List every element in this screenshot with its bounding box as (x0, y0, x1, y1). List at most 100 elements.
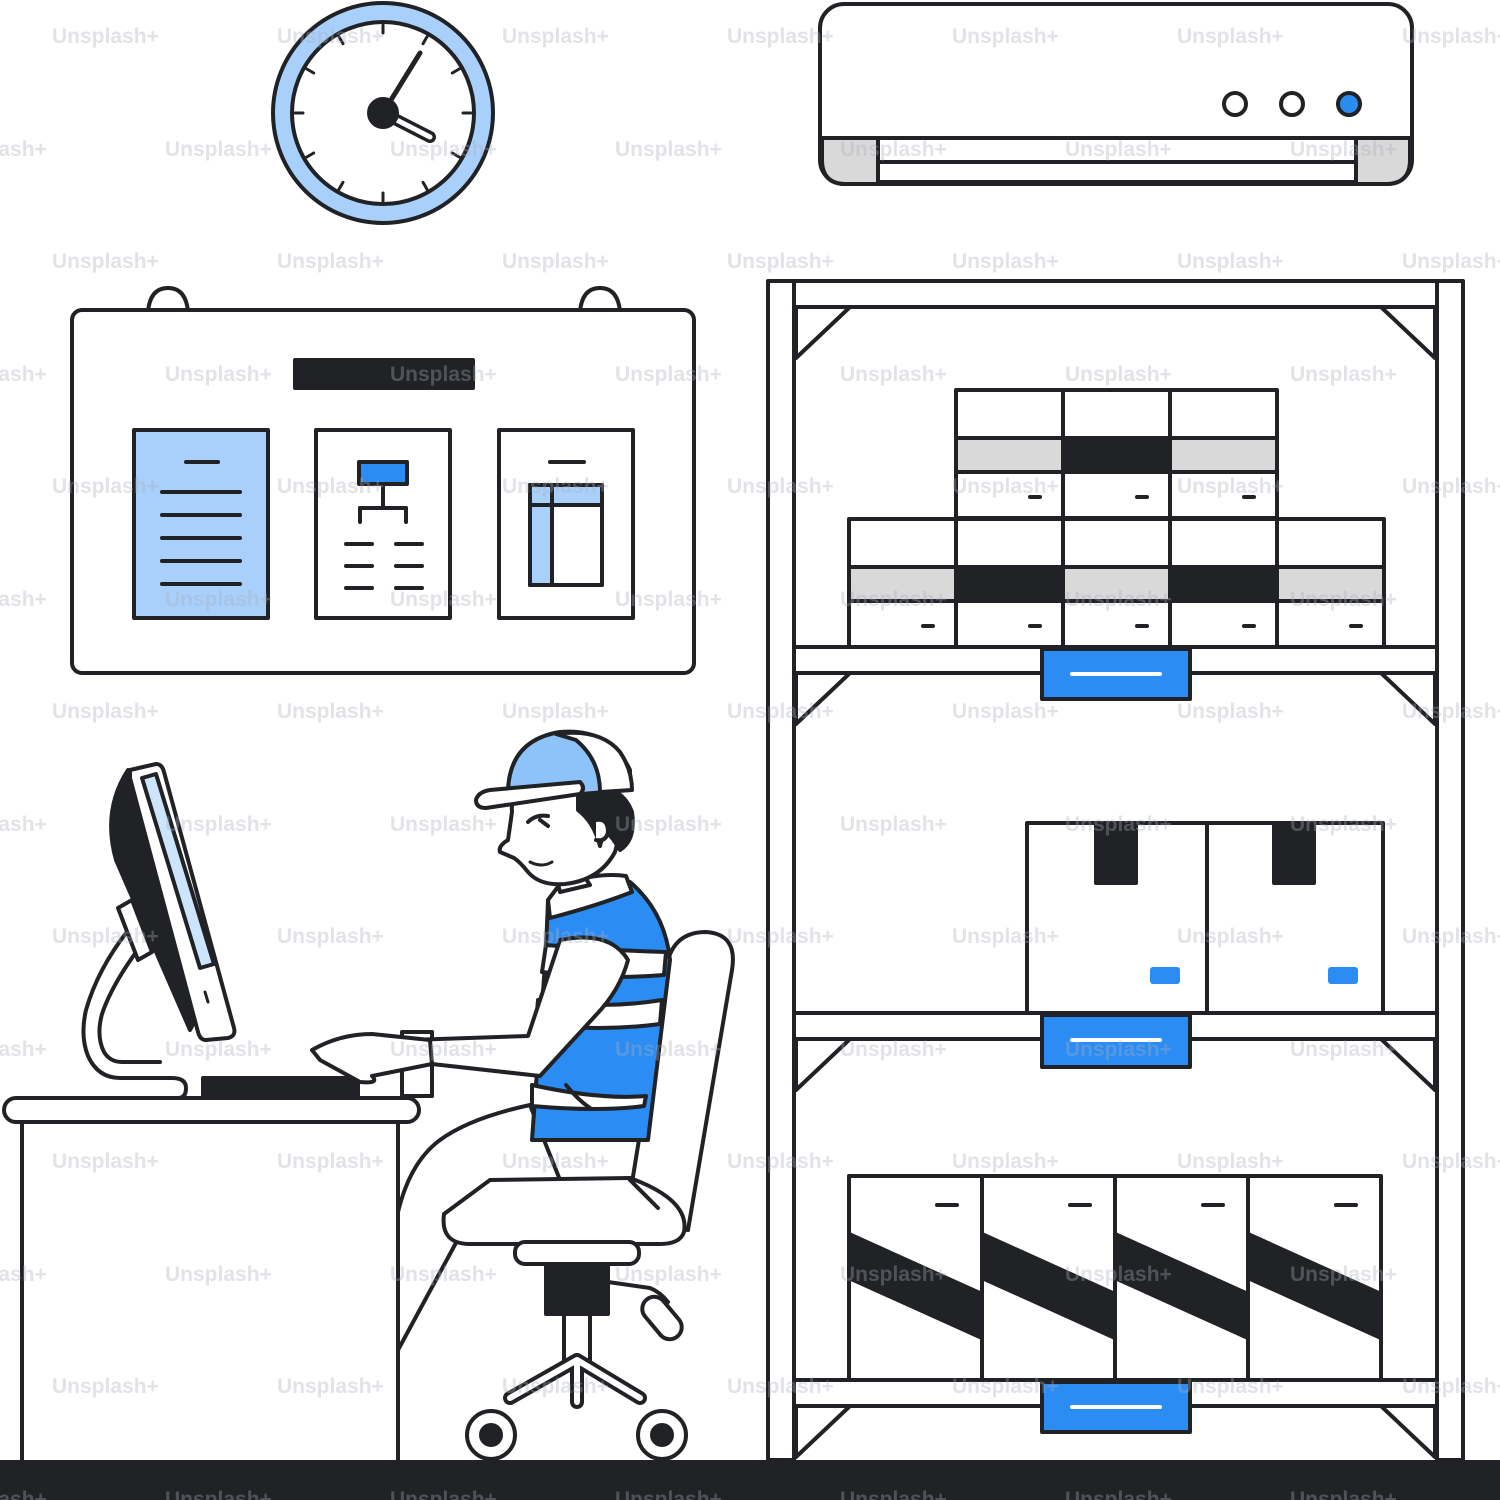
watermark-text: Unsplash+ (615, 812, 722, 836)
watermark-text: Unsplash+ (165, 587, 272, 611)
board-text-sheet (132, 428, 270, 620)
cardboard-box-icon (1113, 1174, 1250, 1382)
tall-box-row (847, 1174, 1383, 1382)
floor (0, 1460, 1500, 1500)
cardboard-box-icon (847, 517, 958, 649)
keyboard (201, 1076, 360, 1100)
cardboard-box-icon (1168, 517, 1279, 649)
watermark-text: Unsplash+ (615, 1487, 722, 1500)
watermark-text: Unsplash+ (615, 137, 722, 161)
ac-indicator-light (1279, 91, 1305, 117)
clock-tick (337, 35, 345, 46)
watermark-text: Unsplash+ (165, 1487, 272, 1500)
watermark-text: Unsplash+ (165, 1262, 272, 1286)
watermark-text: Unsplash+ (0, 137, 47, 161)
watermark-text: Unsplash+ (1177, 700, 1284, 723)
ac-indicator-light (1222, 91, 1248, 117)
office-chair-icon (624, 930, 735, 1232)
board-table-sheet (497, 428, 635, 620)
watermark-text: Unsplash+ (615, 1262, 722, 1286)
watermark-text: Unsplash+ (1290, 137, 1397, 161)
watermark-text: Unsplash+ (727, 925, 834, 948)
watermark-text: Unsplash+ (952, 925, 1059, 948)
watermark-text: Unsplash+ (1177, 475, 1284, 498)
watermark-text: Unsplash+ (727, 475, 834, 498)
watermark-text: Unsplash+ (165, 812, 272, 836)
watermark-text: Unsplash+ (390, 137, 497, 161)
watermark-text: Unsplash+ (727, 1150, 834, 1173)
watermark-text: Unsplash+ (1290, 362, 1397, 386)
cardboard-box-icon (1061, 517, 1172, 649)
clock-tick (421, 35, 429, 46)
watermark-text: Unsplash+ (502, 1375, 609, 1398)
air-conditioner-icon (818, 2, 1414, 186)
clock-tick (337, 180, 345, 191)
storage-shelf-icon (766, 279, 1465, 1462)
cardboard-box-icon (1025, 821, 1209, 1015)
watermark-text: Unsplash+ (277, 700, 384, 723)
watermark-text: Unsplash+ (277, 25, 384, 48)
watermark-text: Unsplash+ (0, 1037, 47, 1061)
watermark-text: Unsplash+ (1177, 250, 1284, 273)
watermark-text: Unsplash+ (0, 812, 47, 836)
cardboard-box-icon (1275, 517, 1386, 649)
clock-tick (450, 67, 461, 75)
watermark-text: Unsplash+ (502, 700, 609, 723)
clock-tick (421, 180, 429, 191)
board-flowchart-sheet (314, 428, 452, 620)
watermark-text: Unsplash+ (1065, 587, 1172, 611)
watermark-text: Unsplash+ (502, 250, 609, 273)
watermark-text: Unsplash+ (840, 362, 947, 386)
watermark-text: Unsplash+ (727, 250, 834, 273)
watermark-text: Unsplash+ (1065, 1262, 1172, 1286)
clock-tick (305, 67, 316, 75)
watermark-text: Unsplash+ (390, 1037, 497, 1061)
watermark-text: Unsplash+ (52, 475, 159, 498)
office-chair-seat (441, 1176, 688, 1461)
watermark-text: Unsplash+ (390, 1487, 497, 1500)
watermark-text: Unsplash+ (952, 25, 1059, 48)
watermark-text: Unsplash+ (52, 1150, 159, 1173)
hanging-board-icon (70, 286, 696, 675)
watermark-text: Unsplash+ (952, 1375, 1059, 1398)
watermark-text: Unsplash+ (952, 250, 1059, 273)
watermark-text: Unsplash+ (952, 1150, 1059, 1173)
watermark-text: Unsplash+ (502, 475, 609, 498)
watermark-text: Unsplash+ (1402, 25, 1500, 48)
clock-ticks (293, 23, 473, 203)
desk (2, 1096, 421, 1465)
watermark-text: Unsplash+ (277, 250, 384, 273)
watermark-text: Unsplash+ (615, 1037, 722, 1061)
watermark-text: Unsplash+ (1290, 587, 1397, 611)
watermark-text: Unsplash+ (1402, 1150, 1500, 1173)
watermark-text: Unsplash+ (1177, 1375, 1284, 1398)
watermark-text: Unsplash+ (502, 925, 609, 948)
watermark-text: Unsplash+ (615, 587, 722, 611)
watermark-text: Unsplash+ (1065, 812, 1172, 836)
cardboard-box-icon (847, 1174, 984, 1382)
watermark-text: Unsplash+ (390, 812, 497, 836)
watermark-text: Unsplash+ (1290, 812, 1397, 836)
watermark-text: Unsplash+ (165, 137, 272, 161)
watermark-text: Unsplash+ (277, 1150, 384, 1173)
watermark-text: Unsplash+ (1065, 362, 1172, 386)
watermark-text: Unsplash+ (1402, 925, 1500, 948)
watermark-text: Unsplash+ (952, 700, 1059, 723)
watermark-text: Unsplash+ (727, 700, 834, 723)
watermark-text: Unsplash+ (52, 1375, 159, 1398)
worker-person (310, 729, 672, 1352)
watermark-text: Unsplash+ (502, 25, 609, 48)
watermark-text: Unsplash+ (52, 925, 159, 948)
watermark-text: Unsplash+ (840, 1037, 947, 1061)
watermark-text: Unsplash+ (1290, 1487, 1397, 1500)
watermark-text: Unsplash+ (1402, 250, 1500, 273)
clock-tick (450, 151, 461, 159)
watermark-text: Unsplash+ (52, 25, 159, 48)
watermark-text: Unsplash+ (840, 1487, 947, 1500)
small-box-stack (847, 388, 1386, 649)
watermark-text: Unsplash+ (1402, 1375, 1500, 1398)
computer-monitor-icon (81, 762, 237, 1100)
watermark-text: Unsplash+ (0, 1262, 47, 1286)
